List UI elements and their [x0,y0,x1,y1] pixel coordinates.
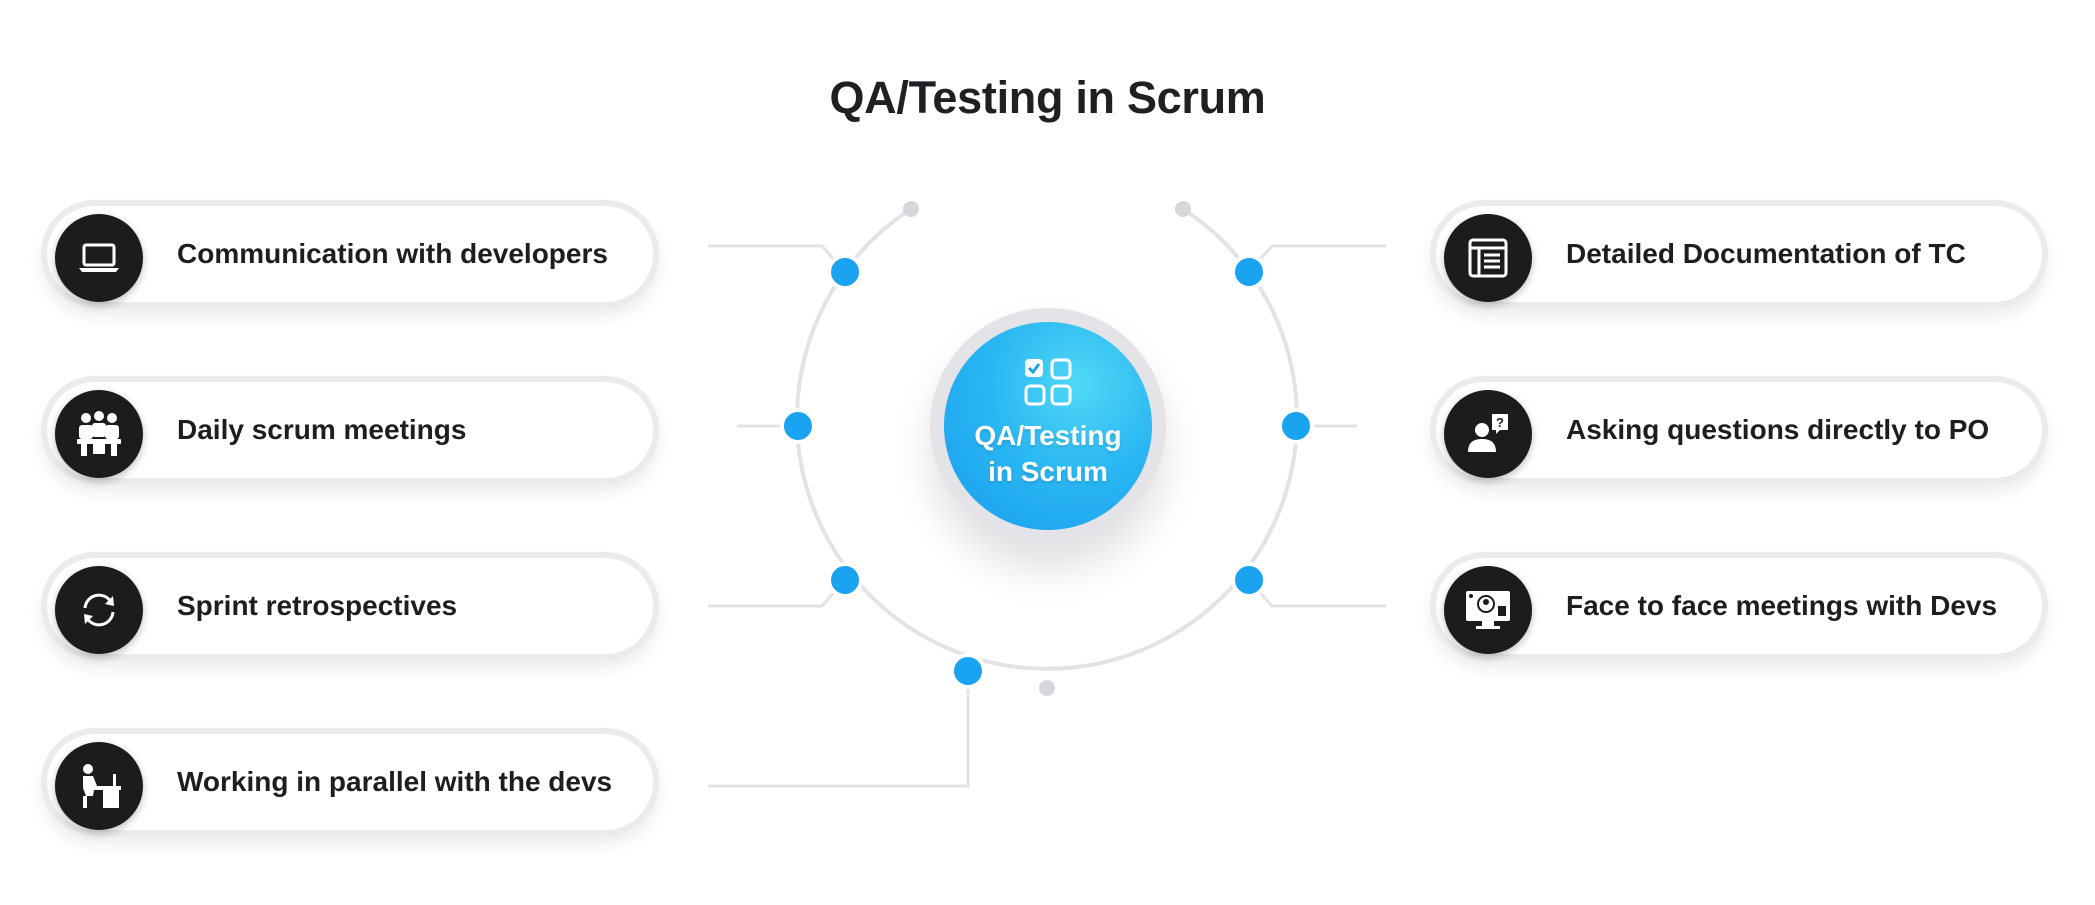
item-label: Face to face meetings with Devs [1566,590,1998,621]
ring-nodes [780,254,1314,689]
hub-label-line2: in Scrum [988,456,1108,487]
item-working-in-parallel: Working in parallel with the devs [41,728,659,836]
item-label: Asking questions directly to PO [1566,414,1990,445]
icon-badge [1444,214,1532,302]
refresh-cycle-icon [83,593,115,627]
item-label: Sprint retrospectives [177,590,458,621]
ring-end-dots [903,201,1191,696]
person-question-icon: ? [1468,414,1508,452]
center-hub: QA/Testing in Scrum [944,322,1152,530]
item-label: Daily scrum meetings [177,414,467,445]
orbit-ring [795,207,1299,671]
item-label: Working in parallel with the devs [177,766,613,797]
item-face-to-face-meetings: Face to face meetings with Devs [1430,552,2048,660]
person-at-desk-icon [83,764,121,808]
team-meeting-icon [77,411,121,456]
svg-text:?: ? [1496,415,1504,430]
item-label: Detailed Documentation of TC [1566,238,1966,269]
laptop-icon [79,243,119,272]
hub-label-line1: QA/Testing [974,420,1122,451]
item-label: Communication with developers [177,238,608,269]
item-daily-scrum-meetings: Daily scrum meetings [41,376,659,484]
document-list-icon [1468,238,1508,278]
hub-label: QA/Testing in Scrum [944,418,1152,490]
page-title: QA/Testing in Scrum [829,72,1266,123]
item-asking-questions-po: ? Asking questions directly to PO [1430,376,2048,484]
icon-badge [55,742,143,830]
icon-badge [55,214,143,302]
icon-badge: ? [1444,390,1532,478]
video-call-monitor-icon [1466,591,1510,629]
item-detailed-documentation: Detailed Documentation of TC [1430,200,2048,308]
item-communication-with-developers: Communication with developers [41,200,659,308]
icon-badge [55,390,143,478]
icon-badge [1444,566,1532,654]
item-sprint-retrospectives: Sprint retrospectives [41,552,659,660]
apps-grid-check-icon [1024,358,1072,406]
icon-badge [55,566,143,654]
